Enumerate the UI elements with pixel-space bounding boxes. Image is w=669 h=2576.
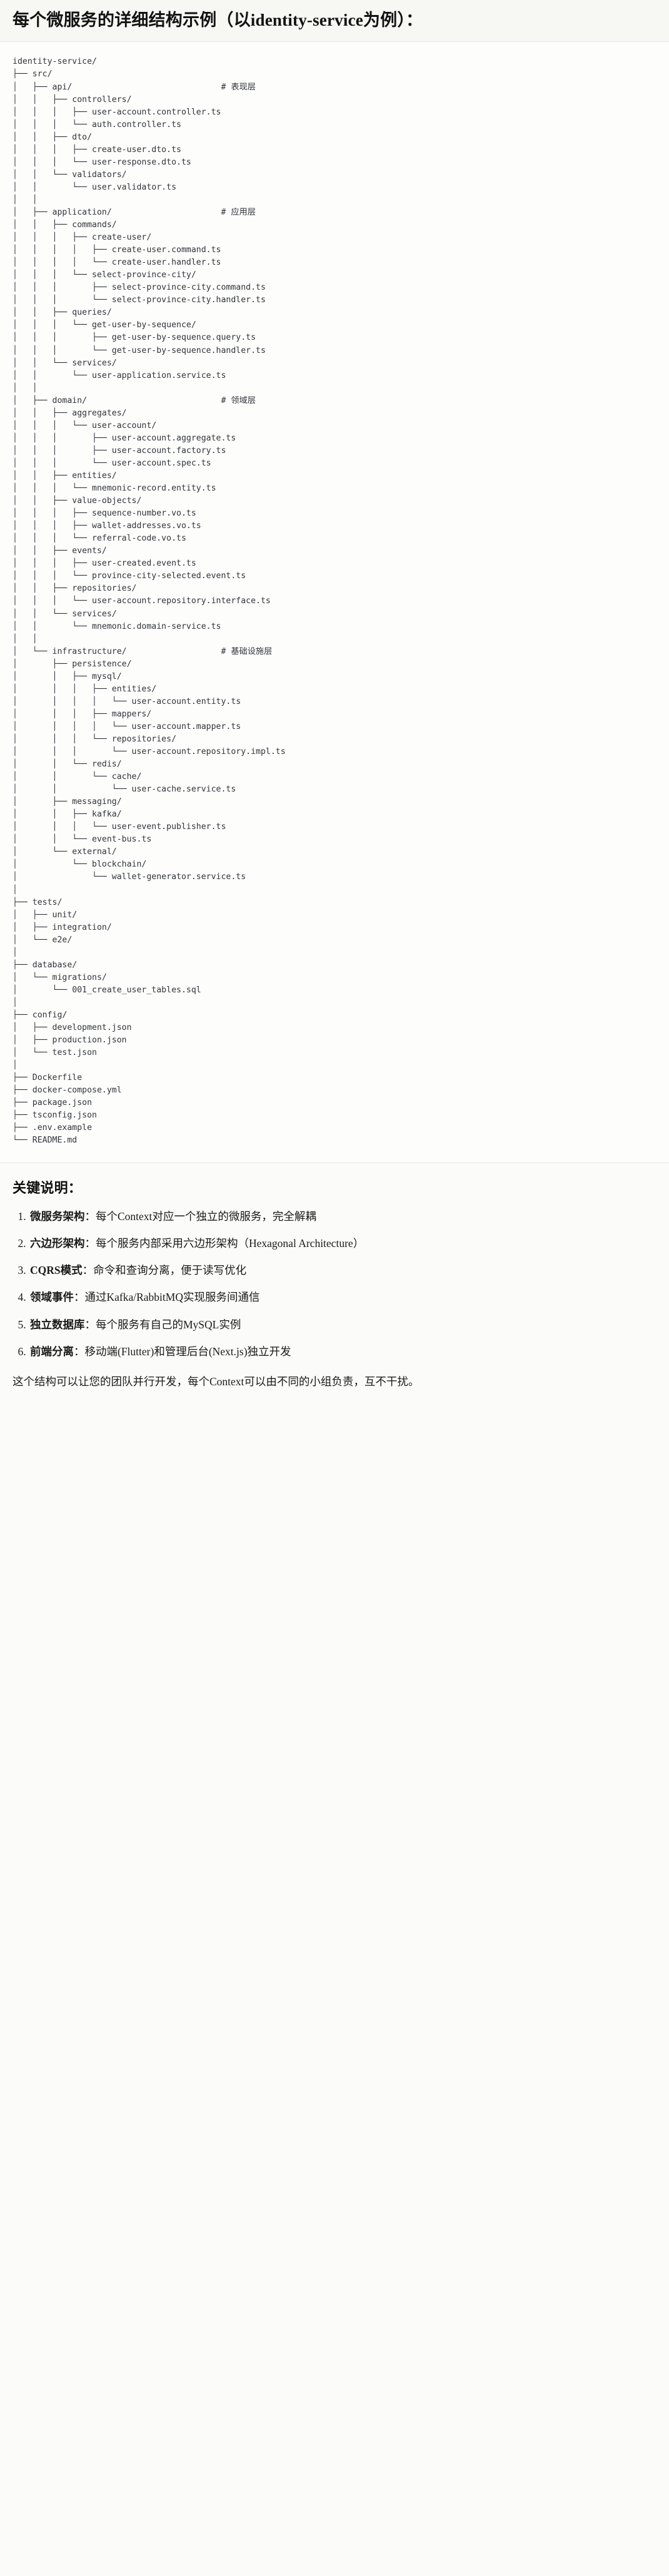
key-point-separator: ： [84, 1318, 96, 1331]
key-points-title: 关键说明： [13, 1179, 83, 1196]
key-point-description: 每个服务有自己的MySQL实例 [96, 1318, 241, 1331]
key-point-separator: ： [74, 1291, 85, 1304]
key-point-term: CQRS模式 [30, 1264, 83, 1277]
key-point-term: 六边形架构 [30, 1236, 85, 1250]
directory-tree: identity-service/ ├── src/ │ ├── api/ # … [13, 57, 286, 1146]
key-point-description: 每个Context对应一个独立的微服务，完全解耦 [96, 1209, 316, 1223]
key-point-term: 前端分离 [30, 1345, 74, 1358]
list-item: CQRS模式：命令和查询分离，便于读写优化 [29, 1262, 656, 1278]
key-point-term: 微服务架构 [30, 1209, 85, 1223]
directory-tree-section: identity-service/ ├── src/ │ ├── api/ # … [0, 42, 669, 1163]
key-point-description: 命令和查询分离，便于读写优化 [93, 1264, 247, 1277]
key-point-separator: ： [84, 1209, 96, 1223]
list-item: 前端分离：移动端(Flutter)和管理后台(Next.js)独立开发 [29, 1343, 656, 1360]
page-title: 每个微服务的详细结构示例（以identity-service为例）： [13, 11, 423, 29]
list-item: 独立数据库：每个服务有自己的MySQL实例 [29, 1316, 656, 1333]
key-points-section: 关键说明： 微服务架构：每个Context对应一个独立的微服务，完全解耦 六边形… [0, 1163, 669, 1407]
key-point-description: 通过Kafka/RabbitMQ实现服务间通信 [84, 1291, 260, 1304]
closing-paragraph: 这个结构可以让您的团队并行开发，每个Context可以由不同的小组负责，互不干扰… [13, 1375, 420, 1388]
key-points-list: 微服务架构：每个Context对应一个独立的微服务，完全解耦 六边形架构：每个服… [13, 1208, 656, 1360]
list-item: 领域事件：通过Kafka/RabbitMQ实现服务间通信 [29, 1289, 656, 1305]
key-point-term: 独立数据库 [30, 1318, 85, 1331]
key-point-separator: ： [74, 1345, 85, 1358]
key-point-separator: ： [84, 1236, 96, 1250]
key-point-term: 领域事件 [30, 1291, 74, 1304]
list-item: 微服务架构：每个Context对应一个独立的微服务，完全解耦 [29, 1208, 656, 1224]
heading-section: 每个微服务的详细结构示例（以identity-service为例）： [0, 0, 669, 43]
list-item: 六边形架构：每个服务内部采用六边形架构（Hexagonal Architectu… [29, 1235, 656, 1251]
key-point-description: 每个服务内部采用六边形架构（Hexagonal Architecture） [96, 1236, 365, 1250]
key-point-separator: ： [82, 1264, 94, 1277]
key-point-description: 移动端(Flutter)和管理后台(Next.js)独立开发 [84, 1345, 291, 1358]
